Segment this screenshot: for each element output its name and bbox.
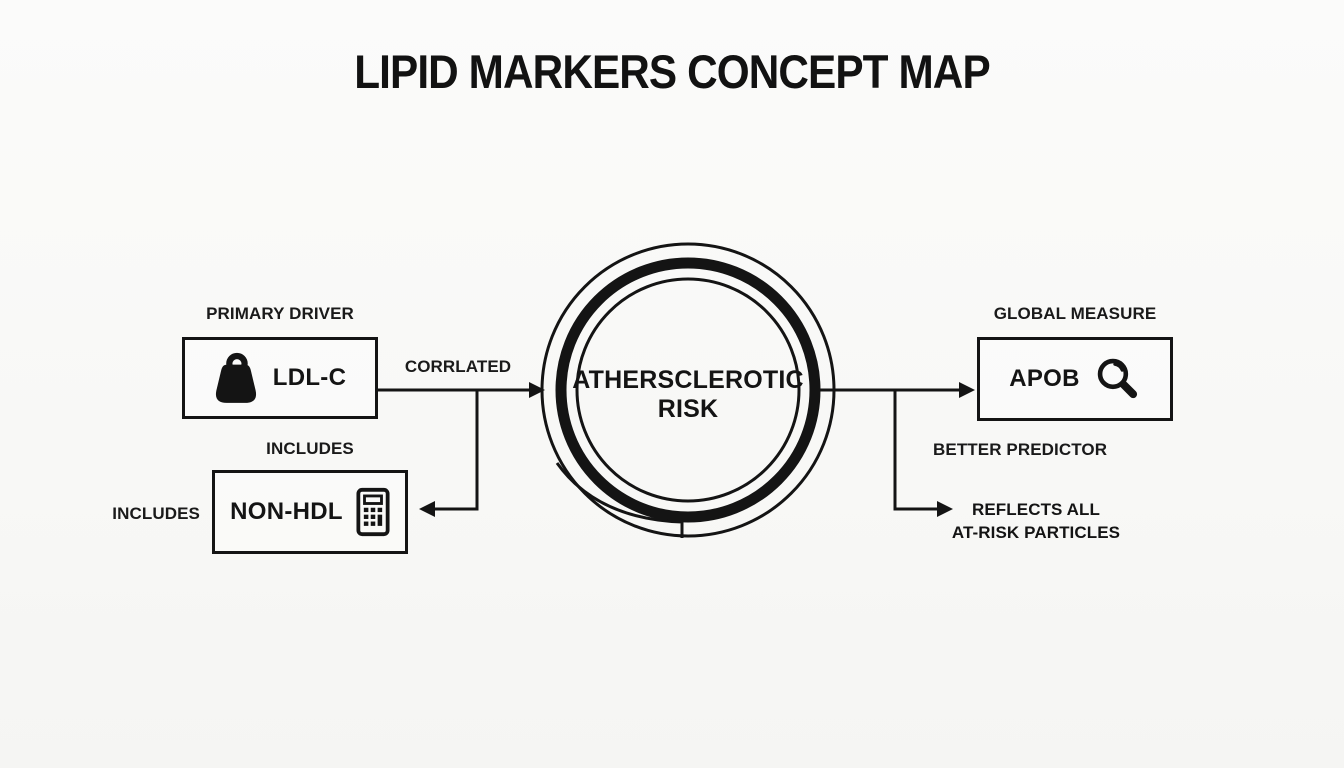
apob-note: REFLECTS ALL AT-RISK PARTICLES (950, 499, 1122, 544)
ldl-label: LDL-C (272, 364, 347, 391)
magnifying-glass-icon (1097, 358, 1137, 399)
node-apob: APOB (977, 337, 1173, 421)
risk-thick-ring (555, 257, 821, 523)
arrowhead-into-nonhdl (419, 501, 435, 517)
risk-label-line1: ATHERSCLEROTIC (572, 366, 804, 394)
apob-note-line1: REFLECTS ALL (971, 500, 1101, 519)
risk-label-line2: RISK (657, 395, 719, 423)
node-non-hdl: NON-HDL (212, 470, 408, 554)
branch-to-nonhdl-line (434, 390, 479, 511)
apob-label: APOB (1009, 365, 1080, 392)
arrowhead-into-risk (529, 382, 545, 398)
apob-note-line2: AT-RISK PARTICLES (951, 522, 1121, 542)
arrowhead-into-note (937, 501, 953, 517)
risk-inner-ring (575, 277, 801, 503)
branch-to-note-line (893, 390, 938, 511)
nonhdl-annotation-left: INCLUDES (112, 504, 200, 523)
arrowhead-into-apob (959, 382, 975, 398)
correlated-edge-label: CORRLATED (404, 357, 512, 376)
page-title: LIPID MARKERS CONCEPT MAP (354, 45, 990, 98)
ring-tail-stroke (555, 462, 684, 538)
nonhdl-label: NON-HDL (230, 498, 343, 525)
node-ldl-c: LDL-C (182, 337, 378, 419)
risk-node-label: ATHERSCLEROTIC RISK (538, 366, 838, 424)
kettlebell-weight-icon (215, 352, 256, 403)
calculator-icon (356, 487, 390, 537)
nonhdl-annotation-above: INCLUDES (266, 439, 354, 458)
apob-annotation: GLOBAL MEASURE (993, 304, 1157, 323)
better-predictor-edge-label: BETTER PREDICTOR (933, 440, 1108, 459)
ldl-annotation: PRIMARY DRIVER (206, 304, 354, 323)
